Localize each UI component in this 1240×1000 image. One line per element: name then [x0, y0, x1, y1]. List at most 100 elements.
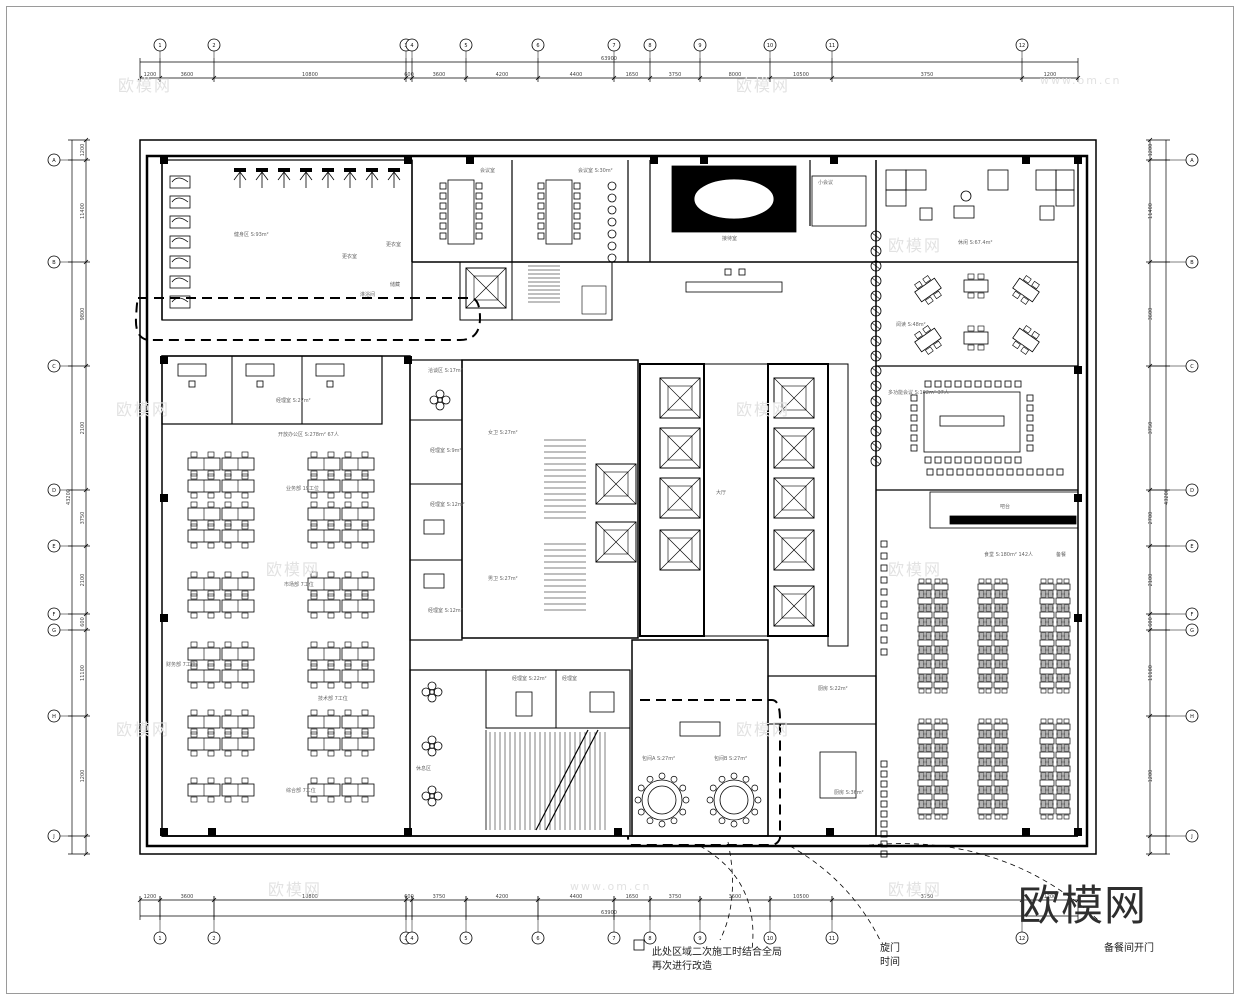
door-note: 旋门 时间: [880, 942, 900, 970]
structural-columns: [160, 156, 1082, 836]
axis-bubble: [459, 38, 473, 52]
dimension-value: 1650: [626, 894, 639, 900]
axis-label: 9: [698, 43, 701, 49]
label-small-meeting: 小会议: [818, 179, 833, 186]
dimension-total: 43200: [1164, 489, 1170, 505]
axis-bubble: [693, 38, 707, 52]
dimension-value: 8000: [729, 72, 742, 78]
axis-bubble: [47, 359, 61, 373]
axis-bubble: [1015, 38, 1029, 52]
label-rest-area: 休息区: [416, 765, 431, 772]
axis-bubble: [1185, 709, 1199, 723]
axis-bubble: [763, 931, 777, 945]
reading-tables: [914, 273, 1040, 355]
left-dimension-lines: 1200114009800210037502100600111001200432…: [47, 137, 90, 857]
dashed-outline: [134, 297, 781, 846]
label-storage: 储藏: [390, 281, 400, 288]
axis-label: 8: [648, 43, 651, 49]
axis-label: 9: [698, 936, 701, 942]
axis-bubble: [153, 931, 167, 945]
axis-label: J: [1190, 834, 1192, 840]
axis-bubble: [47, 539, 61, 553]
dimension-value: 4200: [496, 894, 509, 900]
axis-label: 4: [410, 43, 413, 49]
dimension-value: 1200: [144, 72, 157, 78]
axis-label: 11: [829, 936, 835, 942]
label-serving: 备餐: [1056, 551, 1066, 558]
dimension-value: 2100: [1148, 574, 1154, 587]
round-tables: [641, 779, 755, 821]
axis-label: H: [52, 714, 56, 720]
label-dept2: 市场部 7工位: [284, 581, 314, 588]
label-vip: 接待室: [722, 235, 737, 242]
door-note-line1: 旋门: [880, 943, 900, 954]
axis-label: C: [1190, 364, 1194, 370]
dimension-value: 2100: [80, 422, 86, 435]
exterior-walls: [139, 139, 1097, 855]
axis-label: 5: [464, 936, 467, 942]
axis-bubble: [1185, 539, 1199, 553]
dimension-value: 4400: [570, 894, 583, 900]
axis-label: 7: [612, 43, 615, 49]
dimension-value: 600: [404, 72, 414, 78]
axis-label: B: [1190, 260, 1194, 266]
axis-bubble: [1185, 607, 1199, 621]
axis-label: 11: [829, 43, 835, 49]
label-lounge: 休闲 S:67.4m²: [958, 239, 992, 246]
axis-bubble: [1185, 829, 1199, 843]
area-note: 此处区域二次施工时结合全局 再次进行改造: [652, 946, 782, 974]
axis-label: 2: [212, 936, 215, 942]
area-note-line1: 此处区域二次施工时结合全局: [652, 947, 782, 958]
axis-label: 12: [1019, 936, 1025, 942]
axis-label: 8: [648, 936, 651, 942]
label-changing2: 更衣室: [386, 241, 401, 248]
axis-label: 10: [767, 43, 773, 49]
dimension-value: 1200: [80, 144, 86, 157]
dimension-value: 10500: [793, 894, 809, 900]
axis-label: D: [1190, 488, 1194, 494]
meeting-chairs: [439, 181, 1064, 476]
dimension-value: 1650: [626, 72, 639, 78]
dimension-value: 2700: [1148, 512, 1154, 525]
right-dimension-lines: 1200114003600375027002100600111001200432…: [1146, 137, 1199, 857]
axis-label: E: [1190, 544, 1193, 550]
dimension-value: 3600: [433, 72, 446, 78]
axis-bubble: [607, 38, 621, 52]
label-manager-row: 经理室 S:27m²: [276, 397, 311, 404]
axis-label: 6: [536, 936, 539, 942]
door-note-line2: 时间: [880, 957, 900, 968]
axis-bubble: [47, 709, 61, 723]
dimension-value: 11400: [80, 203, 86, 219]
gym-equipment: [169, 168, 401, 309]
dimension-value: 10500: [793, 72, 809, 78]
axis-label: G: [52, 628, 56, 634]
axis-bubble: [47, 623, 61, 637]
label-shower: 淋浴间: [360, 291, 375, 298]
label-restroom-w: 女卫 S:27m²: [488, 429, 518, 436]
escalator-steps: [489, 732, 606, 830]
area-note-line2: 再次进行改造: [652, 961, 712, 972]
axis-bubble: [153, 38, 167, 52]
dimension-value: 3600: [181, 894, 194, 900]
label-dept1: 业务部 19工位: [286, 485, 319, 492]
axis-label: F: [53, 612, 56, 618]
axis-label: H: [1190, 714, 1194, 720]
axis-bubble: [643, 931, 657, 945]
axis-bubble: [531, 931, 545, 945]
dimension-value: 3750: [433, 894, 446, 900]
canteen-tables: [880, 540, 1071, 858]
label-canteen: 食堂 S:180m² 142人: [984, 551, 1033, 558]
dimension-value: 9800: [80, 308, 86, 321]
label-meeting1: 会议室: [480, 167, 495, 174]
drawing-frame: [6, 6, 1234, 994]
label-open-office: 开放办公区 S:278m² 67人: [278, 431, 339, 438]
label-private2: 包间B S:27m²: [714, 755, 747, 762]
label-changing1: 更衣室: [342, 253, 357, 260]
axis-bubble: [763, 38, 777, 52]
dimension-value: 1200: [1044, 72, 1057, 78]
dimension-value: 3600: [729, 894, 742, 900]
stairs: [528, 265, 607, 611]
